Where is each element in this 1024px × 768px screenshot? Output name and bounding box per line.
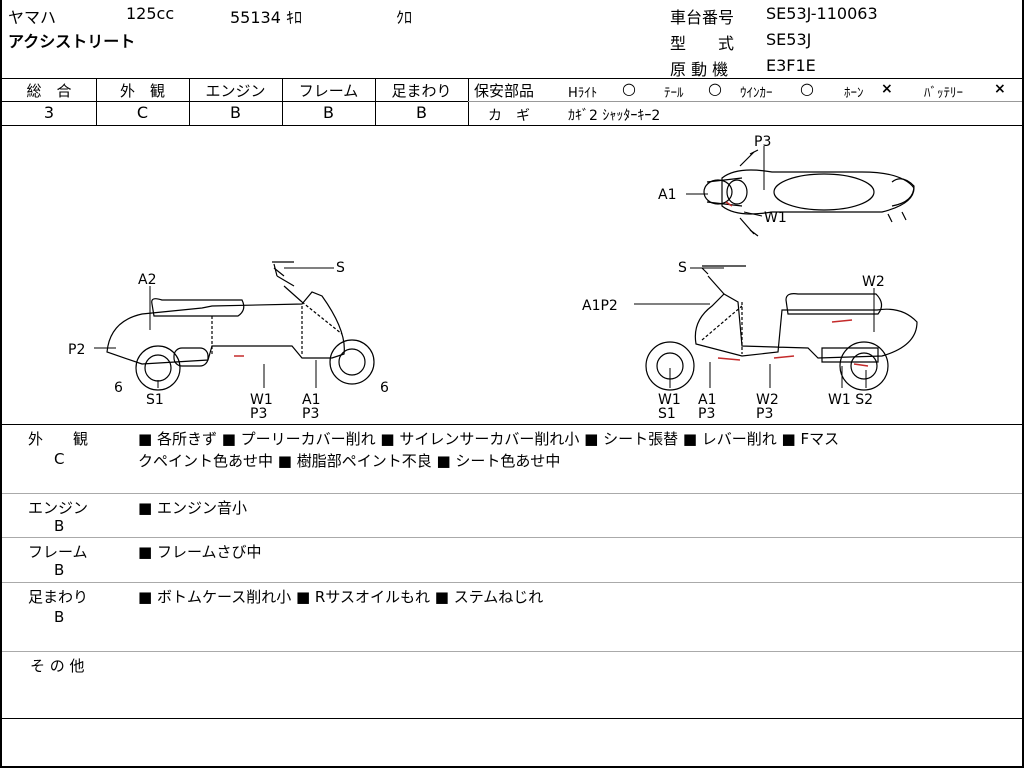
divider	[2, 424, 1022, 425]
remarks-exterior-line2: クペイント色あせ中 ■ 樹脂部ペイント不良 ■ シート色あせ中	[138, 452, 561, 470]
engine-label: 原 動 機	[670, 60, 729, 79]
label-s: S	[336, 260, 345, 276]
damage-diagram: P3 A1 W1 S A2 P2 6 6 S1 W1 P3 A1 P3 S A1…	[68, 134, 918, 422]
battery-label: ﾊﾞｯﾃﾘｰ	[924, 86, 963, 101]
label-a2: A2	[138, 272, 156, 288]
battery-mark: ×	[994, 81, 1006, 97]
remarks-engine-grade: B	[54, 517, 65, 535]
taillight-mark: ○	[708, 79, 722, 98]
left-view-scooter	[106, 261, 375, 391]
headlight-label: Hﾗｲﾄ	[568, 86, 598, 101]
remarks-frame-text: ■ フレームさび中	[138, 543, 262, 561]
type-label: 型 式	[670, 34, 735, 53]
grade-engine-label: エンジン	[205, 82, 266, 100]
remarks-frame-label: フレーム	[28, 543, 88, 561]
grade-exterior-value: C	[136, 103, 149, 122]
grade-engine-value: B	[230, 103, 241, 122]
keys-value: ｶｷﾞ2 ｼｬｯﾀｰｷｰ2	[568, 108, 661, 124]
divider	[2, 718, 1022, 719]
divider	[468, 101, 1022, 102]
divider	[282, 78, 283, 125]
remarks-engine-label: エンジン	[28, 499, 89, 517]
engine-value: E3F1E	[766, 56, 816, 75]
label-w1: W1	[250, 392, 273, 408]
label-w2: W2	[862, 274, 885, 290]
divider	[2, 537, 1022, 538]
label-p2: P2	[68, 342, 85, 358]
safety-label: 保安部品	[474, 82, 535, 100]
remarks-exterior-grade: C	[54, 450, 65, 468]
color: ｸﾛ	[396, 8, 413, 27]
grade-frame-label: フレーム	[298, 82, 359, 100]
mileage: 55134 ｷﾛ	[230, 8, 302, 27]
label-w2: W2	[756, 392, 779, 408]
frame-number-label: 車台番号	[670, 8, 735, 27]
divider	[96, 78, 97, 125]
label-s1: S1	[146, 392, 164, 408]
label-p3: P3	[698, 406, 715, 422]
remarks-other-label: そ の 他	[30, 657, 85, 675]
label-w1: W1	[658, 392, 681, 408]
label-w1-s2: W1 S2	[828, 392, 873, 408]
keys-label: カ ギ	[488, 108, 530, 124]
grade-overall-value: 3	[43, 103, 55, 122]
divider	[2, 101, 468, 102]
remarks-frame-grade: B	[54, 561, 65, 579]
displacement: 125cc	[126, 4, 175, 23]
label-p3: P3	[250, 406, 267, 422]
label-a1: A1	[302, 392, 320, 408]
model-name: アクシストリート	[8, 32, 136, 51]
headlight-mark: ○	[622, 79, 636, 98]
winker-label: ｳｲﾝｶｰ	[740, 86, 773, 101]
remarks-exterior-label: 外 観	[28, 430, 89, 448]
divider	[2, 582, 1022, 583]
remarks-exterior-line1: ■ 各所きず ■ プーリーカバー削れ ■ サイレンサーカバー削れ小 ■ シート張…	[138, 430, 840, 448]
frame-number: SE53J-110063	[766, 4, 878, 23]
label-p3: P3	[754, 134, 771, 150]
remarks-engine-text: ■ エンジン音小	[138, 499, 247, 517]
divider	[2, 651, 1022, 652]
label-w1: W1	[764, 210, 787, 226]
grade-suspension-value: B	[416, 103, 427, 122]
top-view-scooter	[703, 149, 915, 237]
horn-mark: ×	[881, 81, 893, 97]
taillight-label: ﾃｰﾙ	[664, 86, 684, 101]
divider	[2, 125, 1022, 126]
winker-mark: ○	[800, 79, 814, 98]
label-p3: P3	[302, 406, 319, 422]
horn-label: ﾎｰﾝ	[844, 86, 864, 101]
remarks-suspension-grade: B	[54, 608, 65, 626]
label-a1: A1	[698, 392, 716, 408]
label-a1p2: A1P2	[582, 298, 618, 314]
grade-frame-value: B	[323, 103, 334, 122]
grade-exterior-label: 外 観	[119, 82, 165, 100]
maker: ヤマハ	[8, 8, 57, 27]
divider	[2, 493, 1022, 494]
damage-marks	[234, 201, 869, 367]
remarks-suspension-label: 足まわり	[28, 588, 89, 606]
label-six: 6	[114, 380, 123, 396]
grade-suspension-label: 足まわり	[391, 82, 452, 100]
label-a1: A1	[658, 187, 676, 203]
remarks-suspension-text: ■ ボトムケース削れ小 ■ Rサスオイルもれ ■ ステムねじれ	[138, 588, 544, 606]
label-six: 6	[380, 380, 389, 396]
right-view-scooter	[645, 265, 918, 391]
label-s1: S1	[658, 406, 676, 422]
type-value: SE53J	[766, 30, 812, 49]
divider	[375, 78, 376, 125]
label-s: S	[678, 260, 687, 276]
grade-overall-label: 総 合	[26, 82, 72, 100]
divider	[189, 78, 190, 125]
label-p3: P3	[756, 406, 773, 422]
divider	[2, 78, 1022, 79]
